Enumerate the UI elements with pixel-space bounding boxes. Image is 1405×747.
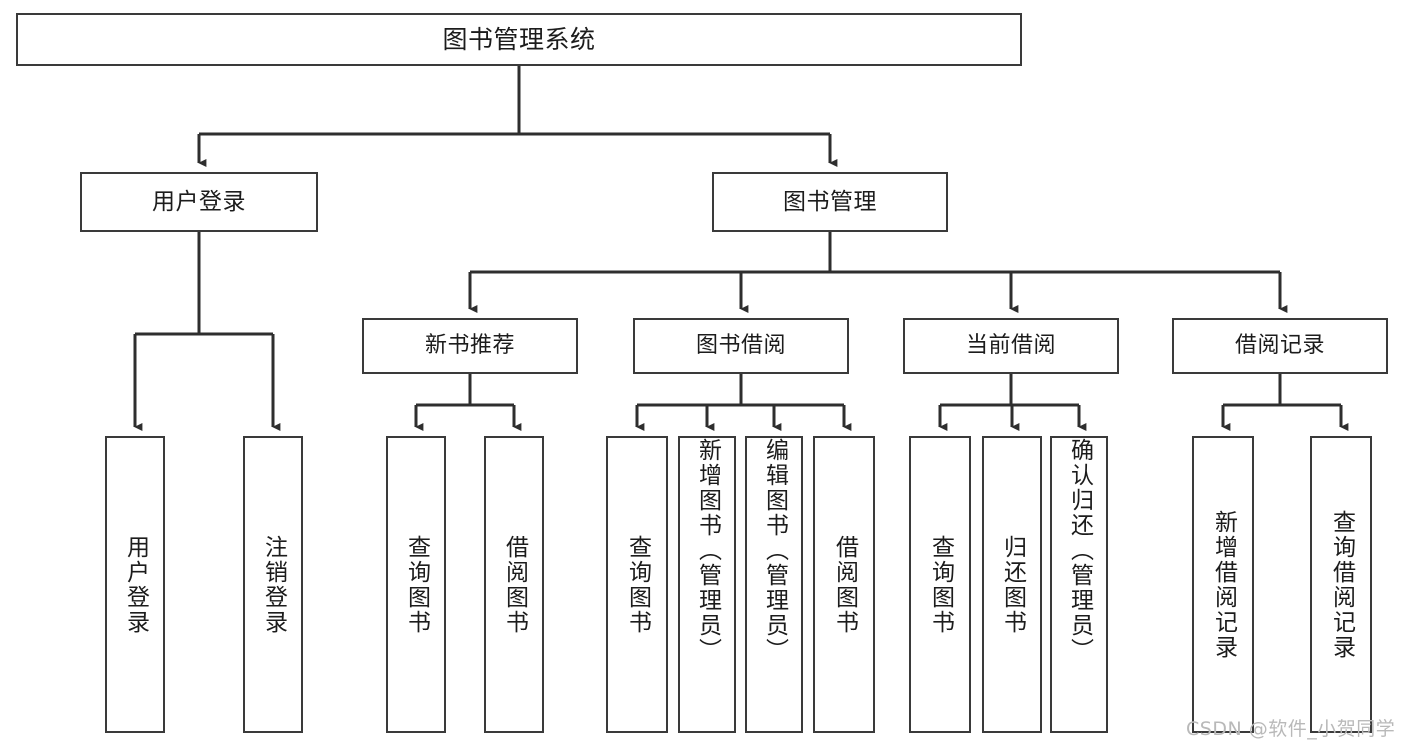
node-book-borrow[interactable]: 图书借阅 xyxy=(633,318,849,374)
node-leaf-user-logout[interactable]: 注销登录 xyxy=(243,436,303,733)
node-new-book-recommend[interactable]: 新书推荐 xyxy=(362,318,578,374)
node-leaf-borrow-book-1[interactable]: 借阅图书 xyxy=(484,436,544,733)
node-leaf-return-book[interactable]: 归还图书 xyxy=(982,436,1042,733)
node-label: 图书借阅 xyxy=(695,333,786,359)
node-label: 查询图书 xyxy=(403,534,430,635)
node-label: 借阅图书 xyxy=(501,534,528,635)
node-root-system[interactable]: 图书管理系统 xyxy=(16,13,1022,66)
node-label: 新增图书（管理员） xyxy=(694,438,721,663)
node-label: 查询借阅记录 xyxy=(1328,509,1355,660)
node-label: 用户登录 xyxy=(122,534,149,635)
node-leaf-query-book-2[interactable]: 查询图书 xyxy=(606,436,668,733)
node-leaf-add-book[interactable]: 新增图书（管理员） xyxy=(678,436,736,733)
node-leaf-edit-book[interactable]: 编辑图书（管理员） xyxy=(745,436,803,733)
node-label: 借阅记录 xyxy=(1234,333,1325,359)
node-label: 借阅图书 xyxy=(831,534,858,635)
node-label: 查询图书 xyxy=(927,534,954,635)
node-label: 新增借阅记录 xyxy=(1210,509,1237,660)
node-leaf-confirm-return[interactable]: 确认归还（管理员） xyxy=(1050,436,1108,733)
node-label: 图书管理系统 xyxy=(442,25,596,54)
node-label: 编辑图书（管理员） xyxy=(761,438,788,663)
node-label: 确认归还（管理员） xyxy=(1066,438,1093,663)
node-label: 归还图书 xyxy=(999,534,1026,635)
node-label: 用户登录 xyxy=(152,188,246,215)
node-label: 新书推荐 xyxy=(424,333,515,359)
node-borrow-record[interactable]: 借阅记录 xyxy=(1172,318,1388,374)
node-label: 当前借阅 xyxy=(965,333,1056,359)
node-book-manage[interactable]: 图书管理 xyxy=(712,172,948,232)
node-label: 图书管理 xyxy=(783,188,877,215)
node-leaf-query-book-1[interactable]: 查询图书 xyxy=(386,436,446,733)
node-leaf-borrow-book-2[interactable]: 借阅图书 xyxy=(813,436,875,733)
node-label: 注销登录 xyxy=(260,534,287,635)
node-leaf-query-book-3[interactable]: 查询图书 xyxy=(909,436,971,733)
node-leaf-add-record[interactable]: 新增借阅记录 xyxy=(1192,436,1254,733)
node-current-borrow[interactable]: 当前借阅 xyxy=(903,318,1119,374)
node-user-login[interactable]: 用户登录 xyxy=(80,172,318,232)
node-leaf-query-record[interactable]: 查询借阅记录 xyxy=(1310,436,1372,733)
node-label: 查询图书 xyxy=(624,534,651,635)
node-leaf-user-login[interactable]: 用户登录 xyxy=(105,436,165,733)
